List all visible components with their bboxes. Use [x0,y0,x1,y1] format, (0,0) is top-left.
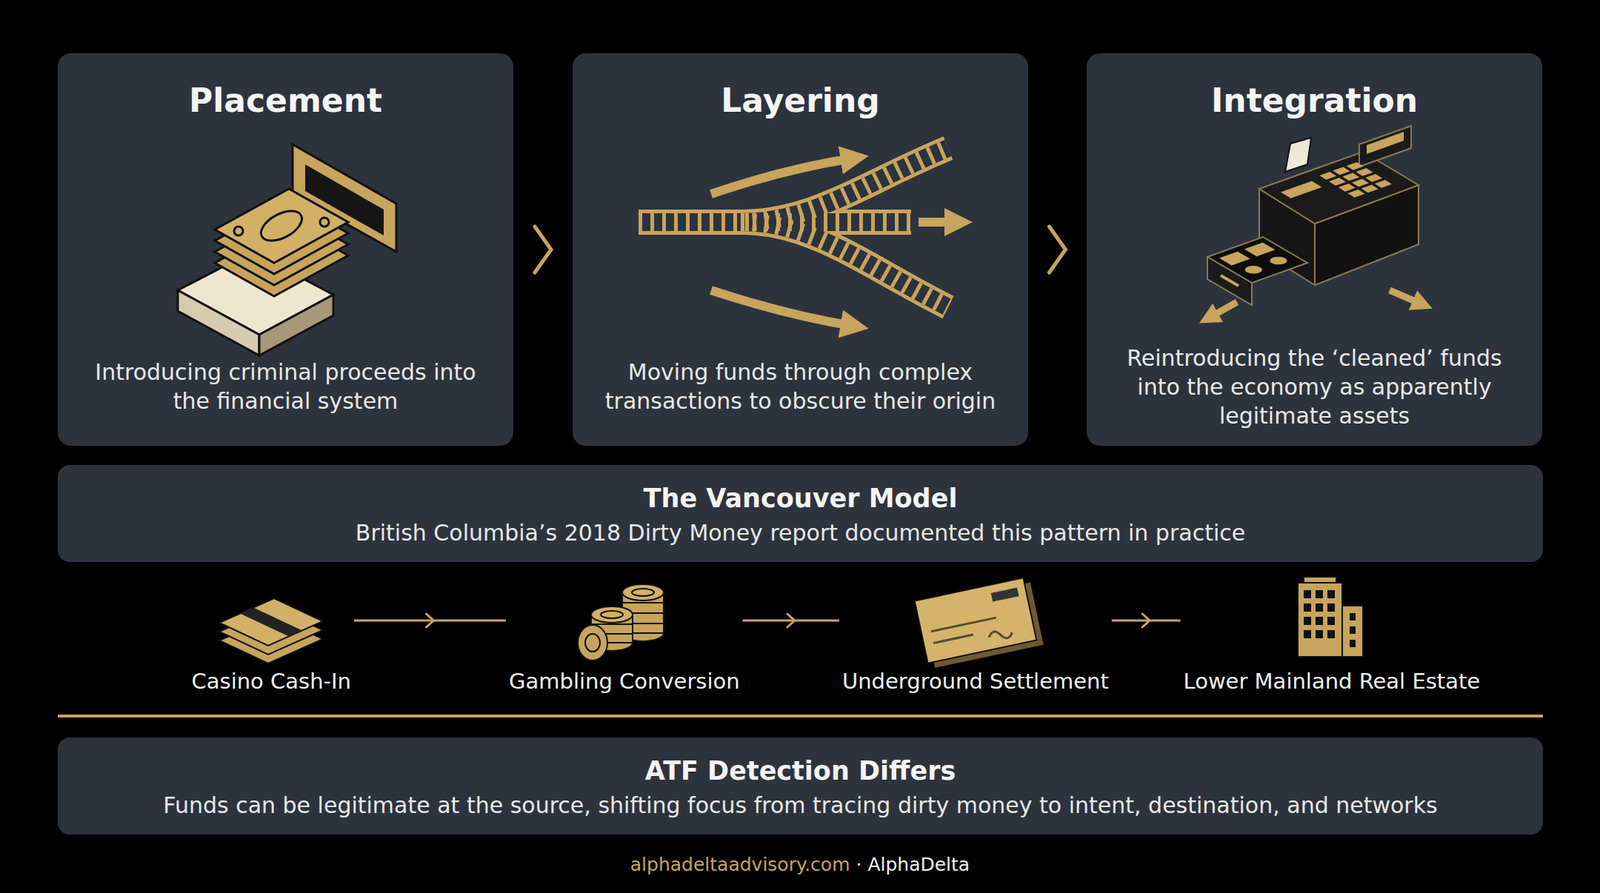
building-icon [1303,590,1312,599]
cheque-icon [988,628,1014,642]
building-icon [1349,640,1356,648]
step-label: Lower Mainland Real Estate [1183,668,1481,695]
building-icon [1349,613,1356,621]
building-icon [1327,590,1335,599]
casino-chips-icon [591,623,633,626]
casino-chips-icon [591,634,633,652]
casino-chips-icon [591,614,633,643]
website-url: alphadeltaadvisory.com [630,854,851,876]
brand-name: · AlphaDelta [856,854,971,876]
casino-chips-icon [585,634,600,652]
stage-chevron [1028,248,1087,251]
building-icon [1327,617,1335,626]
stage-panel: IntegrationReintroducing the ‘cleaned’ f… [1086,53,1543,446]
flow-step: Casino Cash-In [188,574,355,695]
cheque-icon [914,577,1038,663]
casino-chips-icon [622,602,664,604]
building-icon [1315,603,1323,612]
casino-chips-icon [591,633,633,635]
band-title: ATF Detection Differs [57,755,1543,787]
panel-heading: Layering [572,81,1029,120]
building-icon [1303,630,1312,639]
building-icon [1327,603,1335,612]
cash-stack-icon [240,608,303,638]
casino-chips-icon [622,584,664,601]
casino-chips-icon [631,588,655,597]
casino-chips-icon [622,622,664,625]
cheque-icon [991,587,1020,602]
building-icon [1349,626,1356,635]
cheque-icon [931,617,997,632]
cheque-icon [933,634,974,643]
casino-chips-icon [577,584,664,661]
cheque-icon [914,577,1044,670]
stage-panel: PlacementIntroducing criminal proceeds i… [57,53,514,446]
building-icon [1342,605,1363,658]
panel-description: Moving funds through complex transaction… [598,357,1003,416]
cheque-icon [921,582,1044,669]
band-description: British Columbia’s 2018 Dirty Money repo… [57,520,1543,547]
summary-band: The Vancouver ModelBritish Columbia’s 20… [57,465,1543,563]
building-icon [1297,582,1343,658]
flow-step: Underground Settlement [839,574,1112,695]
flow-connector [1111,620,1181,623]
divider-line [57,714,1543,718]
building-icon [1315,590,1323,599]
stage-chevron [513,248,573,251]
building-icon [1315,617,1323,626]
cash-stack-icon [219,598,323,646]
flow-step: Gambling Conversion [505,574,743,695]
building-icon [1303,603,1312,612]
building-icon [1315,630,1323,639]
casino-chips-icon [591,606,633,623]
flow-connector [742,620,840,623]
panel-description: Introducing criminal proceeds into the f… [83,357,488,416]
building-icon [1303,617,1312,626]
step-label: Underground Settlement [842,668,1109,695]
casino-chips-icon [577,625,608,661]
stage-panel: LayeringMoving funds through complex tra… [572,53,1029,446]
building-icon [1327,630,1335,639]
panel-description: Reintroducing the ‘cleaned’ funds into t… [1112,343,1517,431]
panel-heading: Placement [57,81,514,120]
cash-stack-icon [219,607,323,655]
footer: alphadeltaadvisory.com· AlphaDelta [0,851,1600,879]
casino-chips-icon [622,625,664,642]
summary-band: ATF Detection DiffersFunds can be legiti… [57,737,1543,835]
cash-stack-icon [219,616,323,664]
building-icon [1303,577,1337,584]
panel-heading: Integration [1086,81,1543,120]
flow-step: Lower Mainland Real Estate [1180,574,1484,695]
step-label: Casino Cash-In [191,668,352,695]
casino-chips-icon [600,611,623,619]
band-title: The Vancouver Model [57,482,1543,515]
band-description: Funds can be legitimate at the source, s… [57,792,1543,820]
building-icon [1297,577,1363,658]
step-label: Gambling Conversion [508,668,740,695]
cash-stack-icon [219,598,323,664]
casino-chips-icon [622,592,664,634]
flow-connector [354,620,506,623]
casino-chips-icon [622,612,664,615]
